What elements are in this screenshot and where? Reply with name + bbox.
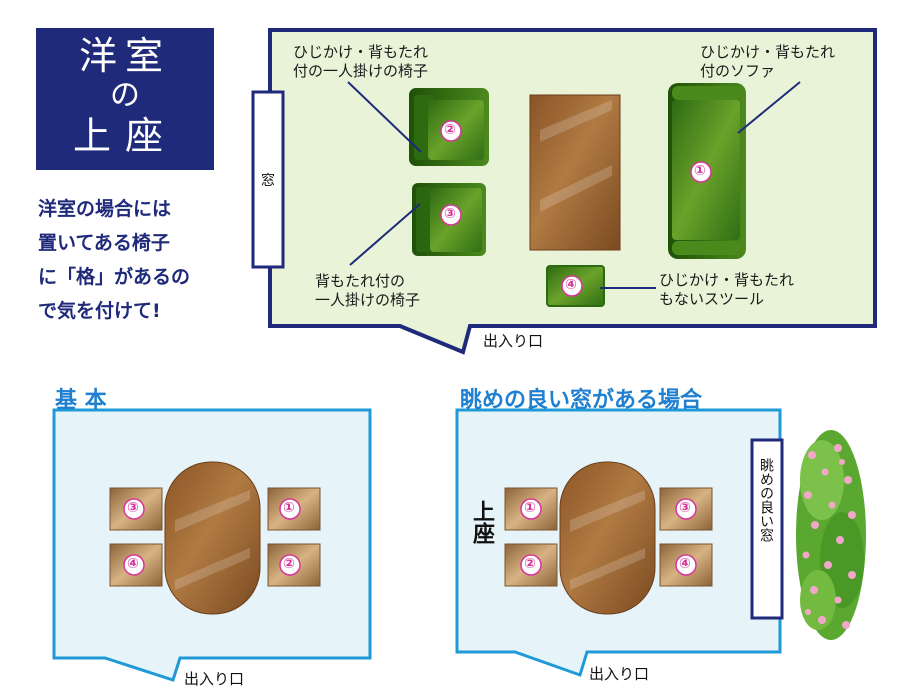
seat-armchair-arms: ② [444,122,456,138]
label-armchair-arms-2: 付の一人掛けの椅子 [293,62,429,80]
basic-seat-top-left: ③ [127,500,139,516]
kamiza-label: 上座 [469,500,494,544]
title-box: 洋室 の 上座 [36,28,214,170]
label-armchair-back-2: 一人掛けの椅子 [315,291,421,309]
tip-line2: 置いてある椅子 [38,232,170,254]
top-entrance-label: 出入り口 [483,332,544,350]
top-table [529,94,621,251]
title-line3: 上座 [72,114,177,158]
label-sofa-2: 付のソファ [700,62,776,80]
label-stool: ひじかけ・背もたれ もないスツール [659,271,794,309]
seat-stool: ④ [565,277,577,293]
view-table [559,461,656,615]
seat-armchair-back: ③ [444,206,456,222]
basic-table [164,461,261,615]
top-window [251,90,285,269]
view-window-label: 眺めの良い窓 [758,458,774,542]
view-seat-bottom-right: ④ [679,556,691,572]
top-window-label: 窓 [261,173,275,189]
basic-seat-top-right: ① [283,500,295,516]
tip-line4: で気を付けて! [38,300,161,322]
basic-seat-bottom-left: ④ [127,556,139,572]
label-sofa: ひじかけ・背もたれ 付のソファ [700,43,835,81]
tip-text: 洋室の場合には 置いてある椅子 に「格」があるの で気を付けて! [38,192,228,328]
basic-title: 基 本 [55,388,107,413]
view-title: 眺めの良い窓がある場合 [460,388,703,413]
view-entrance-label: 出入り口 [589,665,650,683]
basic-entrance-label: 出入り口 [184,670,245,688]
seat-sofa: ① [694,163,706,179]
view-window [750,438,784,620]
flower-bush-illustration [796,430,866,640]
view-seat-bottom-left: ② [524,556,536,572]
title-line1: 洋室 [78,34,171,78]
label-armchair-back: 背もたれ付の 一人掛けの椅子 [315,272,420,310]
label-stool-2: もないスツール [659,290,765,308]
title-line2: の [110,78,140,113]
tip-line3: に「格」があるの [38,266,191,288]
label-armchair-arms-1: ひじかけ・背もたれ [293,43,429,61]
label-armchair-back-1: 背もたれ付の [315,272,406,290]
view-seat-top-left: ① [524,500,536,516]
tip-line1: 洋室の場合には [38,198,172,220]
basic-seat-bottom-right: ② [283,556,295,572]
label-stool-1: ひじかけ・背もたれ [659,271,795,289]
label-armchair-arms: ひじかけ・背もたれ 付の一人掛けの椅子 [293,43,428,81]
basic-chair-4 [109,543,163,587]
view-seat-top-right: ③ [679,500,691,516]
label-sofa-1: ひじかけ・背もたれ [700,43,836,61]
